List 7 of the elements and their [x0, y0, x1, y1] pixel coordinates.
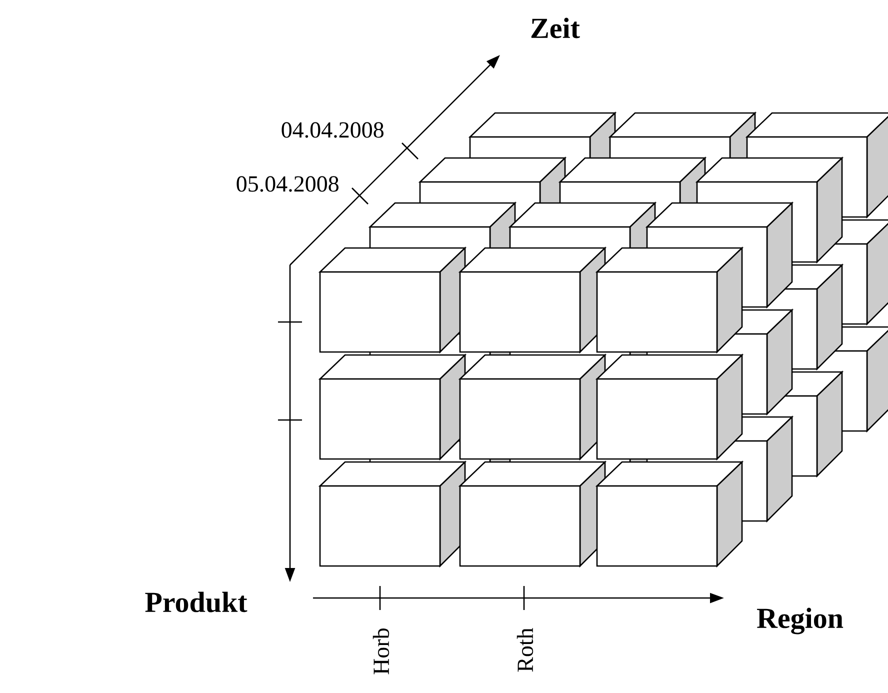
axis-title: Zeit	[531, 18, 580, 38]
axis-title: Produkt	[145, 592, 248, 612]
tick-label: Roth	[516, 628, 534, 672]
tick-label: 04.04.2008	[282, 122, 384, 138]
tick-label: Horb	[372, 628, 390, 674]
axis-title: Region	[757, 608, 844, 634]
tick-label: 05.04.2008	[236, 176, 338, 192]
